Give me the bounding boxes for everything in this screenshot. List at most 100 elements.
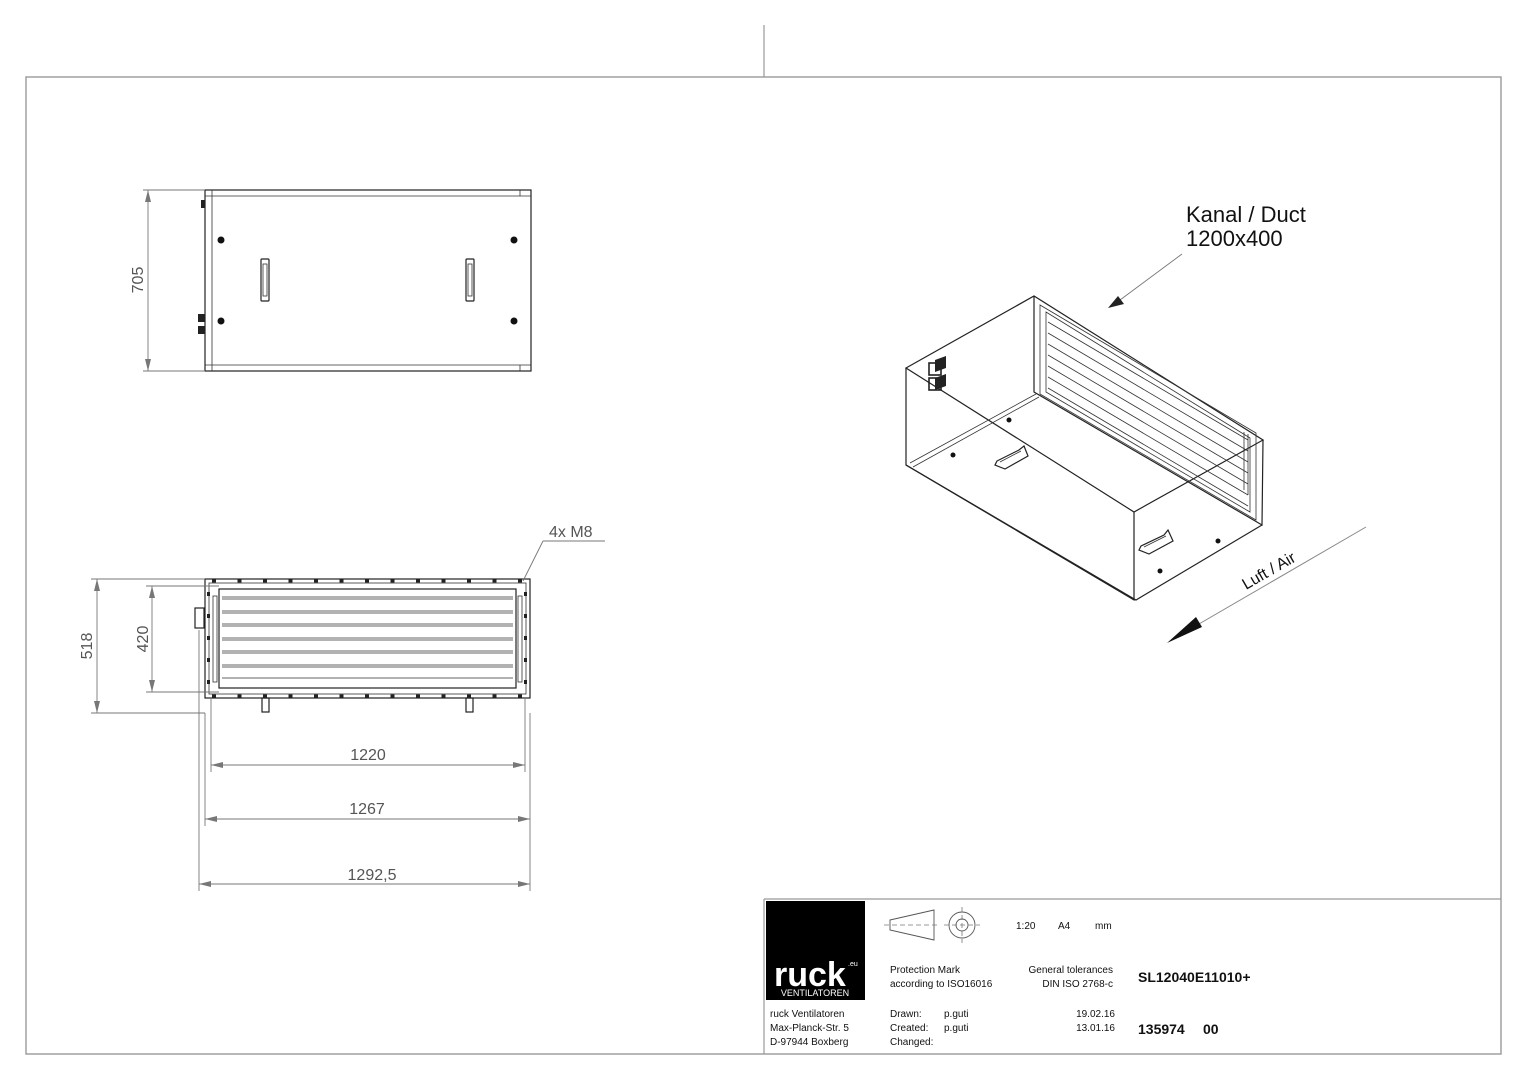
created-date: 13.01.16 [1076,1023,1115,1034]
flange-bolt [390,579,395,583]
flange-bolt [441,694,446,698]
support-foot [261,697,270,713]
flange-bolt [339,694,344,698]
iso-louvre-line [1047,387,1249,507]
dimension-label-420: 420 [135,626,152,653]
flange-bolt [467,694,471,698]
flange-bolt [416,694,420,698]
created-label: Created: [890,1023,928,1034]
format-value: A4 [1058,921,1071,932]
flange-bolt [518,579,522,583]
iso-louvre-lines [1047,321,1249,507]
handle [260,258,270,302]
created-by: p.guti [944,1023,968,1034]
flange-bolt [492,694,497,698]
logo-eu: .eu [848,961,858,968]
iso-hole [1006,417,1012,423]
flange-bolt [314,579,318,583]
front-view [194,578,531,713]
iso-handle [994,445,1029,470]
mounting-hole [510,236,518,244]
flange-bolt [492,579,497,583]
changed-label: Changed: [890,1037,933,1048]
ruck-logo [766,901,865,1000]
top-view [198,189,532,372]
flange-bolt [212,694,216,698]
flange-bolt [207,680,210,684]
flange-bolt [339,579,344,583]
flange-bolt [314,694,318,698]
flange-bolt [524,592,527,596]
company-street: Max-Planck-Str. 5 [770,1023,849,1034]
flange-bolt [207,636,210,640]
iso-louvre-line [1047,321,1249,441]
part-number: SL12040E11010+ [1138,969,1251,985]
scale-value: 1:20 [1016,921,1036,932]
dimension-label-1292-5: 1292,5 [348,867,397,884]
iso-louvre-line [1047,332,1249,452]
dimension-1220: 1220 [210,698,526,772]
flange-bolt [288,579,293,583]
iso-hole [1157,568,1163,574]
louvre-lines [222,596,513,679]
isometric-view [904,295,1265,602]
dimension-label-705: 705 [130,267,147,294]
company-name: ruck Ventilatoren [770,1009,845,1020]
dimension-420: 420 [135,585,219,693]
duct-label-line1: Kanal / Duct [1186,202,1306,227]
dimension-label-1220: 1220 [350,747,386,764]
projection-symbol-icon [884,907,980,943]
iso-hole [1215,538,1221,544]
duct-label-line2: 1200x400 [1186,226,1283,251]
duct-leader: Kanal / Duct 1200x400 [1108,202,1306,308]
dimension-705: 705 [130,189,205,372]
leader-4x-m8: 4x M8 [522,524,605,582]
flange-bolt [263,694,267,698]
drawn-date: 19.02.16 [1076,1009,1115,1020]
tolerances-line2: DIN ISO 2768-c [1042,979,1113,990]
flange-bolt [524,680,527,684]
flange-bolt [390,694,395,698]
flange-bolt [524,658,527,662]
flange-bolt [237,694,242,698]
dimension-1267: 1267 [204,713,531,826]
unit-value: mm [1095,921,1112,932]
flange-bolt [207,614,210,618]
iso-louvre-line [1047,376,1249,496]
logo-sub: VENTILATOREN [781,988,849,998]
flange-bolt [467,579,471,583]
protection-line1: Protection Mark [890,965,961,976]
mounting-hole [217,236,225,244]
drawn-by: p.guti [944,1009,968,1020]
flange-bolt [441,579,446,583]
flange-bolt [518,694,522,698]
handle [465,258,475,302]
flange-bolts [207,579,527,698]
company-city: D-97944 Boxberg [770,1037,848,1048]
dimension-label-1267: 1267 [349,801,385,818]
iso-louvre-line [1047,365,1249,485]
revision: 00 [1203,1021,1219,1037]
flange-bolt [212,579,216,583]
iso-hole [950,452,956,458]
protection-line2: according to ISO16016 [890,979,993,990]
dimension-label-518: 518 [79,633,96,660]
iso-louvre-line [1047,354,1249,474]
iso-louvre-line [1047,343,1249,463]
flange-bolt [416,579,420,583]
title-block: ruck .eu VENTILATOREN 1:20 A4 mm Protect… [763,898,1501,1054]
flange-bolt [237,579,242,583]
dimension-518: 518 [79,578,205,714]
drawn-label: Drawn: [890,1009,922,1020]
mounting-hole [217,317,225,325]
flange-bolt [207,658,210,662]
flange-bolt [207,592,210,596]
flange-bolt [365,694,369,698]
iso-handle [1138,528,1174,555]
logo-word: ruck [774,956,846,994]
support-foot [465,697,474,713]
flange-bolt [524,636,527,640]
airflow-arrow: Luft / Air [1167,526,1367,643]
mounting-hole [510,317,518,325]
